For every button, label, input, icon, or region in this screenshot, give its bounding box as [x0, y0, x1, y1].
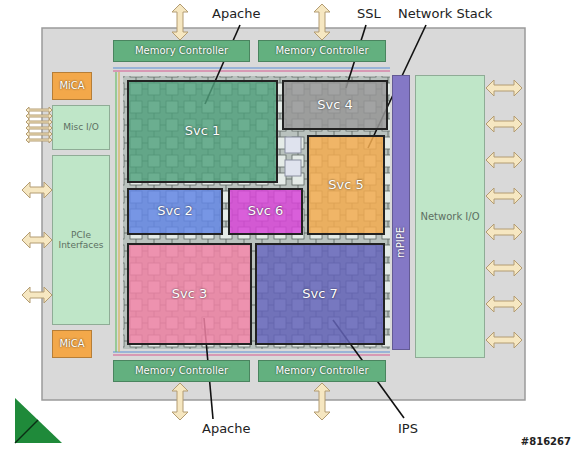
bus-lines: [113, 68, 390, 355]
service-region: Svc 6: [228, 188, 303, 235]
memory-controller: Memory Controller: [258, 360, 386, 382]
io-arrow: [486, 260, 522, 276]
memory-controller: Memory Controller: [113, 40, 250, 62]
tile: [285, 160, 301, 176]
service-label: Svc 3: [172, 287, 208, 302]
io-arrow: [486, 224, 522, 240]
io-arrow: [26, 125, 52, 131]
memory-controller: Memory Controller: [113, 360, 250, 382]
io-arrow: [486, 332, 522, 348]
io-arrow: [486, 80, 522, 96]
service-region: Svc 3: [127, 243, 252, 345]
io-arrow: [22, 287, 52, 303]
io-arrow: [486, 116, 522, 132]
service-region: Svc 7: [255, 243, 385, 345]
service-region: Svc 2: [127, 188, 223, 235]
io-arrow: [22, 182, 52, 198]
memory-controller: Memory Controller: [258, 40, 386, 62]
network-io-block: Network I/O: [415, 75, 485, 358]
mica-block: MiCA: [52, 72, 92, 100]
block-label: MiCA: [59, 80, 84, 92]
tile-array: [123, 76, 390, 349]
block-label: Memory Controller: [275, 45, 368, 57]
service-label: Svc 2: [157, 204, 193, 219]
io-arrow: [486, 188, 522, 204]
io-arrow: [314, 383, 330, 420]
service-label: Svc 6: [248, 204, 284, 219]
io-arrow: [26, 131, 52, 137]
io-arrow: [26, 119, 52, 125]
mica-block: MiCA: [52, 330, 92, 358]
io-arrow: [26, 113, 52, 119]
figure-number: #816267: [521, 436, 571, 447]
io-arrow: [22, 232, 52, 248]
tile: [285, 137, 301, 153]
chip-package: [42, 28, 525, 400]
label-text: Apache: [202, 421, 251, 436]
io-arrow: [314, 4, 330, 40]
block-label: Misc I/O: [63, 122, 99, 132]
service-label: Svc 7: [302, 287, 338, 302]
logo: [15, 398, 62, 443]
label-text: IPS: [398, 421, 418, 436]
io-arrow: [172, 4, 188, 40]
misc-io-block: Misc I/O: [52, 105, 110, 150]
io-arrow: [26, 107, 52, 113]
io-arrow: [172, 383, 188, 420]
mpipe-bar: mPIPE: [392, 75, 410, 350]
io-arrow: [486, 152, 522, 168]
service-label: Svc 1: [185, 124, 221, 139]
block-label: PCIe Interfaces: [53, 230, 109, 251]
label-text: Network Stack: [398, 6, 492, 21]
label-text: SSL: [357, 6, 381, 21]
service-region: Svc 5: [307, 135, 385, 235]
io-arrows: [22, 4, 522, 420]
service-label: Svc 5: [328, 178, 364, 193]
service-region: Svc 4: [282, 80, 388, 130]
service-label: Svc 4: [317, 98, 353, 113]
block-label: Memory Controller: [135, 365, 228, 377]
io-arrow: [26, 137, 52, 143]
label-text: Apache: [212, 6, 261, 21]
service-region: Svc 1: [127, 80, 278, 183]
block-label: MiCA: [59, 338, 84, 350]
block-label: Memory Controller: [135, 45, 228, 57]
block-label: Memory Controller: [275, 365, 368, 377]
pcie-block: PCIe Interfaces: [52, 155, 110, 325]
block-label: mPIPE: [395, 227, 407, 258]
io-arrow: [486, 296, 522, 312]
block-label: Network I/O: [420, 211, 479, 223]
